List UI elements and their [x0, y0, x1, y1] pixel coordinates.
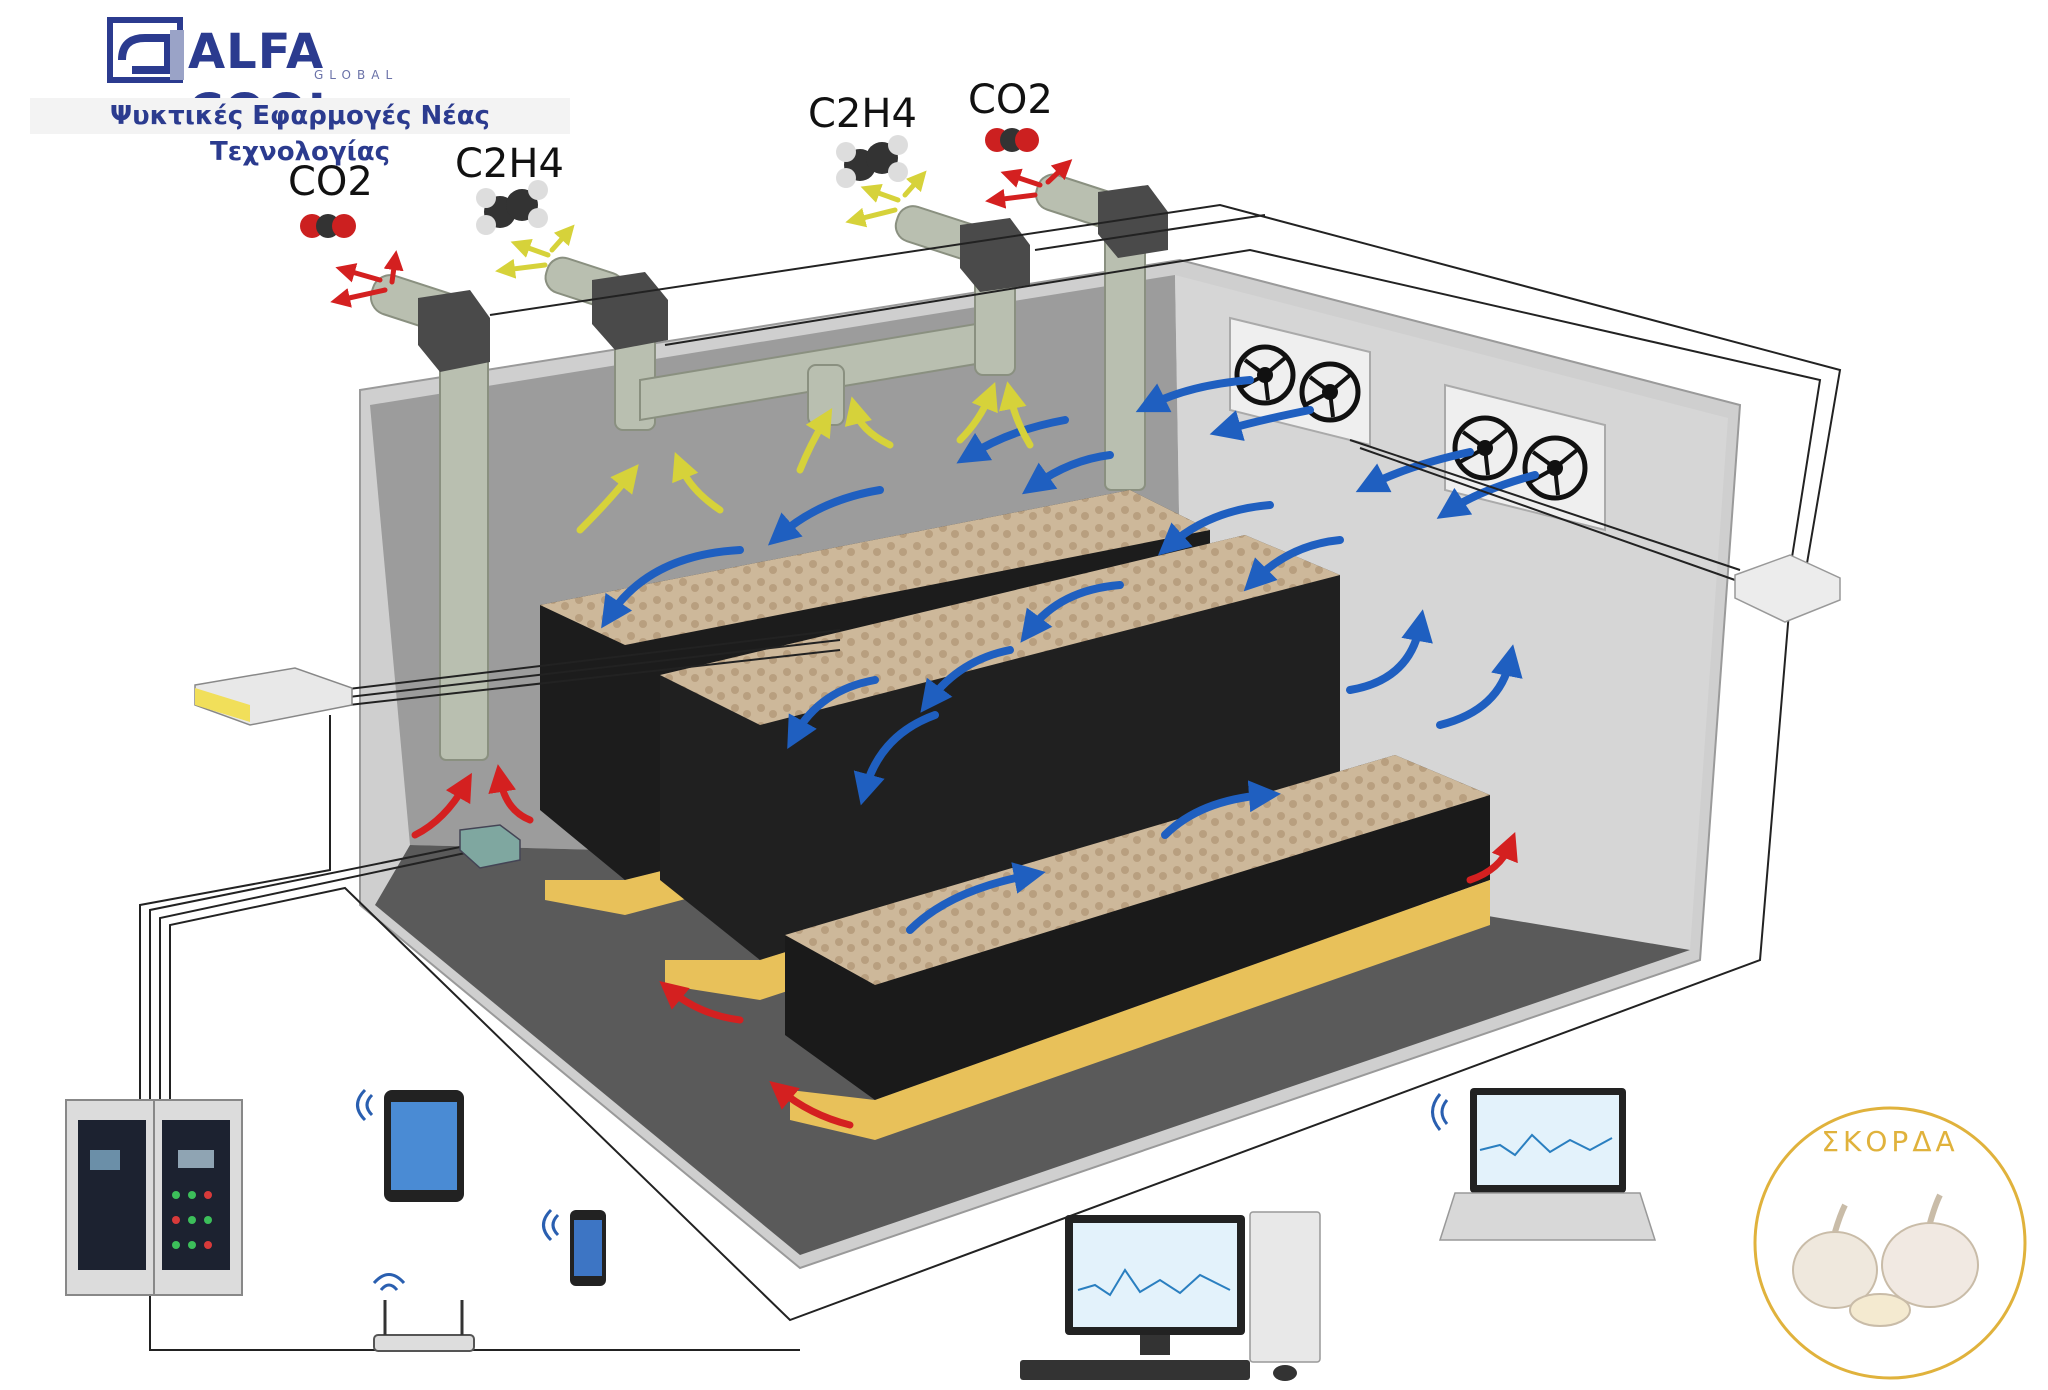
co2-molecule-icon — [300, 214, 356, 238]
crate-stack-front — [785, 755, 1490, 1140]
warm-airflow-arrows — [411, 764, 1518, 1129]
laptop-icon — [1438, 1088, 1657, 1241]
wifi-signal-icon — [356, 1088, 374, 1122]
garlic-badge — [1753, 1106, 2027, 1380]
evaporator-fan-icon — [1452, 415, 1518, 481]
product-label: ΣΚΟΡΔΑ — [1821, 1125, 1959, 1158]
gas-label-co2-right: CO2 — [968, 77, 1053, 123]
cold-airflow-arrows — [601, 376, 1539, 934]
wifi-signal-icon — [1431, 1093, 1449, 1131]
desktop-computer-icon — [1020, 1211, 1321, 1381]
ventilation-pipes — [369, 173, 1146, 761]
evaporator-fan-icon — [1234, 344, 1296, 406]
logo-icon — [107, 17, 184, 83]
exhaust-arrows — [330, 159, 1073, 308]
tablet-icon — [384, 1090, 464, 1202]
gas-label-c2h4-left: C2H4 — [455, 141, 564, 187]
access-point-icon — [1734, 554, 1841, 623]
ethylene-airflow-arrows — [576, 381, 1034, 534]
garlic-icon — [1792, 1193, 1979, 1327]
control-panel-icon — [65, 1099, 243, 1296]
sensor-module-icon — [459, 824, 521, 869]
brand-tagline: Ψυκτικές Εφαρμογές Νέας Τεχνολογίας — [30, 98, 570, 167]
evaporator-fan-icon — [1522, 435, 1588, 501]
evaporator-unit-1 — [1229, 316, 1371, 447]
network-switch-icon — [194, 667, 353, 726]
wifi-signal-icon — [542, 1208, 560, 1242]
smartphone-icon — [570, 1210, 606, 1286]
brand-subtitle: GLOBAL — [314, 68, 399, 82]
wifi-router-icon — [373, 1300, 475, 1352]
ethylene-molecule-icon — [476, 180, 548, 235]
ethylene-molecule-icon — [836, 135, 908, 188]
co2-molecule-icon — [985, 128, 1039, 152]
evaporator-fan-icon — [1299, 361, 1361, 423]
gas-label-c2h4-right: C2H4 — [808, 91, 917, 137]
gas-label-co2-left: CO2 — [288, 159, 373, 205]
wifi-signal-icon — [372, 1273, 406, 1291]
